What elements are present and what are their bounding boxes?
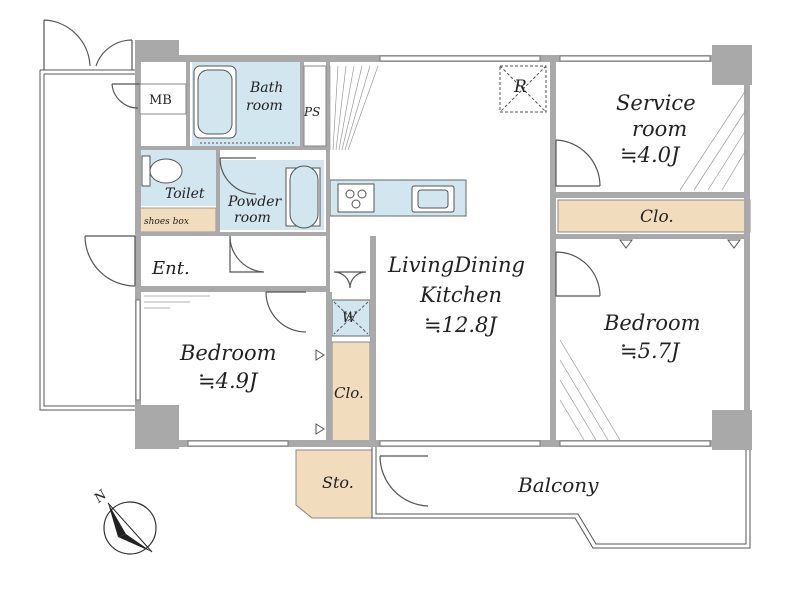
powder-room-label-2: room	[234, 210, 271, 226]
toilet-label: Toilet	[165, 186, 205, 202]
ldk-size: ≒12.8J	[424, 313, 498, 337]
balcony-label: Balcony	[517, 473, 599, 497]
bathroom-label-2: room	[246, 98, 283, 114]
ps-shaft	[303, 65, 327, 147]
closet-mid-label: Clo.	[334, 384, 364, 402]
column-top-right	[712, 45, 752, 85]
column-bottom-left	[135, 405, 179, 449]
doors	[219, 139, 601, 507]
service-room-size: ≒4.0J	[620, 143, 681, 167]
compass-north-label: N	[91, 487, 111, 507]
windows	[135, 55, 711, 447]
bedroom-left-size: ≒4.9J	[198, 369, 259, 393]
closet-markers	[315, 239, 741, 435]
balcony	[371, 447, 751, 549]
porch	[39, 19, 140, 411]
storage-label: Sto.	[322, 473, 354, 492]
bedroom-left-label: Bedroom	[179, 341, 277, 365]
refrigerator-label: R	[513, 77, 527, 97]
storage-fill	[295, 449, 373, 519]
bedroom-right-size: ≒5.7J	[620, 339, 681, 363]
entrance-label: Ent.	[151, 258, 190, 279]
shoes-box-label: shoes box	[144, 217, 189, 227]
hatching	[144, 65, 747, 441]
ldk-label-2: Kitchen	[419, 283, 502, 307]
service-room-label-1: Service	[616, 91, 696, 115]
sink-icon	[411, 185, 455, 213]
mb-label: MB	[149, 93, 172, 108]
toilet-icon	[141, 155, 183, 187]
ps-label: PS	[303, 105, 320, 119]
bathtub-icon	[193, 65, 296, 144]
column-bottom-right	[712, 410, 752, 450]
bathroom-label-1: Bath	[249, 80, 283, 96]
washbasin-icon	[285, 165, 321, 229]
compass-icon: N	[91, 487, 157, 555]
service-room-label-2: room	[632, 117, 687, 141]
closet-top-label: Clo.	[640, 207, 674, 227]
washer-icon	[333, 301, 369, 335]
washer-label: W	[342, 310, 358, 326]
ldk-label-1: LivingDining	[387, 253, 525, 277]
mb-box	[139, 83, 187, 115]
stove-icon	[337, 183, 375, 213]
column-top-left	[135, 40, 179, 62]
storage-fills	[139, 199, 751, 519]
powder-room-label-1: Powder	[227, 194, 283, 210]
refrigerator-space	[499, 65, 547, 113]
bedroom-right-label: Bedroom	[603, 311, 701, 335]
closet-top-fill	[557, 199, 751, 233]
